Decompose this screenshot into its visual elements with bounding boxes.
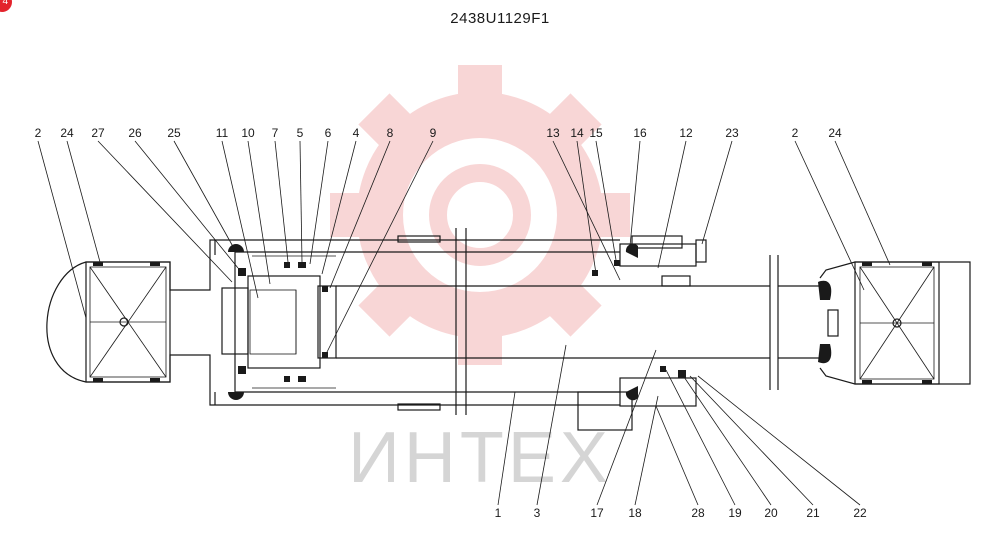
leader-line: [576, 140, 597, 275]
watermark-logo: ИНТЕХ: [330, 65, 630, 498]
part-label: 22: [853, 506, 867, 520]
leader-line: [596, 349, 657, 506]
drawing-title: 2438U1129F1: [450, 10, 550, 27]
leader-line: [97, 140, 233, 283]
leader-line: [595, 140, 617, 261]
leader-line: [497, 391, 516, 506]
watermark-gear-tooth: [542, 93, 602, 153]
part-label: 28: [691, 506, 705, 520]
leader-line: [325, 140, 434, 355]
cylinder-barrel: [214, 228, 620, 415]
leader-line: [681, 373, 772, 506]
leader-line: [701, 140, 733, 245]
part-label: 21: [806, 506, 820, 520]
watermark-text: ИНТЕХ: [348, 418, 612, 498]
right-clevis-eye: [818, 261, 971, 385]
leader-line: [309, 140, 329, 265]
leader-line: [274, 140, 289, 263]
part-label: 5: [297, 126, 304, 140]
leader-line: [834, 140, 891, 266]
leader-line: [134, 140, 239, 269]
watermark-gear-tooth: [542, 277, 602, 337]
leader-line: [697, 375, 861, 506]
part-label: 24: [60, 126, 74, 140]
leader-lines: [37, 140, 891, 506]
leader-line: [689, 375, 814, 506]
part-label: 14: [570, 126, 584, 140]
part-label: 15: [589, 126, 603, 140]
labels-top-right: 2 24: [792, 126, 842, 140]
leader-line: [37, 140, 87, 319]
part-label: 24: [828, 126, 842, 140]
rod-gland: [577, 235, 707, 431]
part-label: 12: [679, 126, 693, 140]
part-label: 2: [35, 126, 42, 140]
page-badge: 4: [0, 0, 12, 12]
part-label: 4: [353, 126, 360, 140]
watermark-gear-tooth: [358, 277, 418, 337]
leader-line: [552, 140, 621, 281]
leader-line: [321, 140, 357, 275]
watermark-core: [429, 164, 531, 266]
leader-line: [657, 140, 687, 269]
part-label: 26: [128, 126, 142, 140]
leader-line: [629, 140, 641, 247]
leader-line: [247, 140, 271, 285]
leader-line: [299, 140, 303, 263]
piston-rod: [336, 255, 820, 390]
part-label: 11: [216, 126, 229, 140]
labels-top-center: 14 13 15 16 12 23: [546, 126, 739, 140]
leader-line: [329, 140, 391, 289]
part-label: 3: [534, 506, 541, 520]
labels-bottom: 1 3 17 18 28 19 20 21 22: [495, 506, 867, 520]
part-label: 19: [728, 506, 742, 520]
part-label: 18: [628, 506, 642, 520]
labels-top-left: 2 24 27 26 25 11 10 7 5 6 4 8 9: [35, 126, 437, 140]
part-label: 27: [91, 126, 105, 140]
part-label: 25: [167, 126, 181, 140]
leader-line: [536, 344, 567, 506]
watermark-ring: [357, 92, 603, 338]
leader-line: [221, 140, 259, 299]
leader-line: [794, 140, 865, 291]
part-label: 1: [495, 506, 502, 520]
watermark-gear-tooth: [358, 93, 418, 153]
part-label: 7: [272, 126, 279, 140]
leader-line: [665, 369, 736, 506]
part-label: 10: [241, 126, 255, 140]
part-label: 17: [590, 506, 604, 520]
piston-assembly: [221, 255, 337, 389]
leader-line: [173, 140, 237, 253]
part-label: 6: [325, 126, 332, 140]
part-label: 2: [792, 126, 799, 140]
part-label: 13: [546, 126, 560, 140]
part-label: 23: [725, 126, 739, 140]
leader-line: [634, 395, 659, 506]
part-label: 8: [387, 126, 394, 140]
part-label: 20: [764, 506, 778, 520]
leader-line: [655, 405, 699, 506]
part-label: 16: [633, 126, 647, 140]
leader-line: [66, 140, 101, 263]
part-label: 9: [430, 126, 437, 140]
left-clevis-eye: [46, 239, 215, 406]
